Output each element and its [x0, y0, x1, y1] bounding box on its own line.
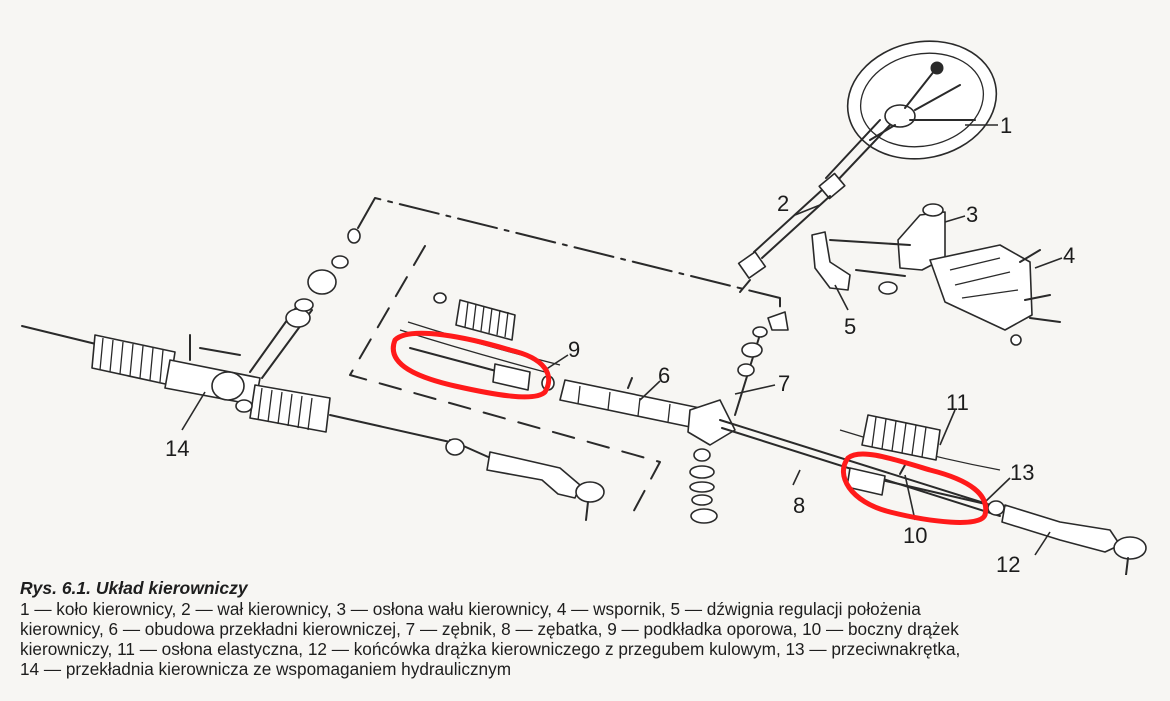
label-11: 11 — [946, 390, 969, 415]
steering-wheel — [846, 40, 998, 160]
label-13: 13 — [1010, 460, 1034, 485]
caption-line: 1 — koło kierownicy, 2 — wał kierownicy,… — [20, 599, 921, 619]
figure-caption: Rys. 6.1. Układ kierowniczy 1 — koło kie… — [20, 578, 1160, 679]
label-10: 10 — [903, 523, 927, 548]
label-12: 12 — [996, 552, 1020, 575]
caption-line: kierowniczy, 11 — osłona elastyczna, 12 … — [20, 639, 961, 659]
label-2: 2 — [777, 191, 789, 216]
label-8: 8 — [793, 493, 805, 518]
label-4: 4 — [1063, 243, 1075, 268]
caption-body: 1 — koło kierownicy, 2 — wał kierownicy,… — [20, 599, 1160, 679]
label-9: 9 — [568, 337, 580, 362]
label-14: 14 — [165, 436, 189, 461]
highlight-outer-tie-rod — [841, 451, 989, 525]
label-6: 6 — [658, 363, 670, 388]
power-steering-gear-left — [21, 228, 605, 521]
column-bracket-assembly — [811, 203, 1061, 346]
label-1: 1 — [1000, 113, 1012, 138]
steering-system-diagram: 1 2 3 4 5 6 7 8 9 10 11 12 13 14 — [21, 40, 1147, 575]
right-tie-rod-group — [839, 409, 1147, 575]
label-7: 7 — [778, 371, 790, 396]
inner-tie-rod-group — [399, 292, 561, 391]
caption-title: Rys. 6.1. Układ kierowniczy — [20, 578, 248, 598]
caption-line: 14 — przekładnia kierownicza ze wspomaga… — [20, 659, 512, 679]
steering-column — [737, 119, 891, 279]
label-5: 5 — [844, 314, 856, 339]
rack-housing-center — [559, 311, 1001, 524]
label-3: 3 — [966, 202, 978, 227]
caption-line: kierownicy, 6 — obudowa przekładni kiero… — [20, 619, 959, 639]
leader-lines — [544, 124, 1063, 371]
highlight-inner-tie-rod — [390, 330, 552, 400]
exploded-view-bracket — [349, 197, 781, 519]
